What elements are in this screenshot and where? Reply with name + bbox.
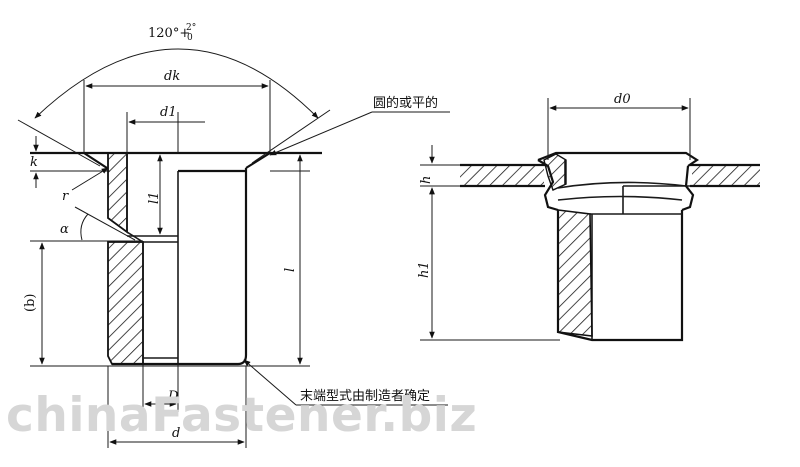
rivet-wall-hatch	[557, 209, 593, 337]
watermark: chinaFastener.biz	[6, 388, 478, 443]
d-label: d	[172, 426, 180, 441]
dk-label: dk	[164, 69, 180, 84]
left-section-view: dk d1 120°+ 2° 0 圆的或平的 k r α l1	[17, 23, 450, 448]
h1-label: h1	[417, 261, 432, 278]
alpha-label: α	[60, 222, 69, 237]
wall-hatch-upper	[107, 152, 128, 234]
rivet-head-top	[537, 151, 700, 167]
right-installed-view: d0 h h1	[417, 92, 760, 342]
alpha-arc	[80, 213, 89, 241]
rivet-outer-right	[681, 165, 695, 212]
bulge-top	[557, 181, 687, 189]
wall-hatch-lower	[107, 241, 144, 365]
angle-arc	[34, 48, 319, 119]
plate-hatch-right	[692, 166, 760, 185]
cone-ext-right	[251, 109, 331, 164]
d1-label: d1	[160, 105, 177, 120]
round-flat-note: 圆的或平的	[373, 95, 438, 111]
b-label: (b)	[23, 294, 38, 312]
angle-tol-bottom: 0	[187, 33, 193, 43]
angle-tol-top: 2°	[186, 23, 196, 33]
body-bottom	[112, 354, 248, 366]
head-cone-left	[83, 152, 108, 169]
head-cone-right	[245, 152, 271, 169]
r-leader	[71, 167, 109, 191]
bulge-mid	[557, 195, 683, 201]
d0-label: d0	[614, 92, 631, 107]
end-form-note: 末端型式由制造者确定	[300, 389, 430, 404]
l1-label: l1	[147, 192, 162, 204]
h-label: h	[419, 176, 434, 184]
r-label: r	[62, 189, 69, 204]
alpha-line	[74, 206, 136, 241]
round-flat-leader	[269, 111, 373, 156]
rivet-head-hatch	[543, 153, 567, 191]
D-label: D	[167, 389, 179, 404]
k-label: k	[30, 155, 38, 170]
l-label: l	[283, 268, 298, 272]
angle-label: 120°+	[148, 26, 190, 41]
bore-step	[126, 231, 144, 243]
end-form-leader	[243, 359, 297, 406]
plate-hatch-left	[460, 166, 544, 185]
cone-ext-left	[17, 119, 101, 167]
